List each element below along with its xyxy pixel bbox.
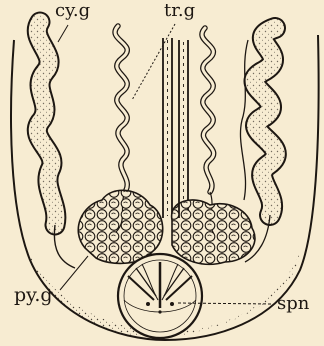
cyst-gland-left xyxy=(37,22,75,268)
leader-trg xyxy=(132,24,175,100)
label-pyriform-gland: py.g xyxy=(14,286,53,305)
label-cyst-gland: cy.g xyxy=(55,2,90,20)
pyriform-gland-right xyxy=(172,200,255,264)
central-duct xyxy=(163,38,188,218)
label-tubular-gland: tr.g xyxy=(164,2,195,20)
spinneret xyxy=(118,254,202,338)
label-spinneret: spn xyxy=(277,295,309,313)
pyriform-gland-left xyxy=(78,190,162,263)
leader-cyg xyxy=(58,25,68,42)
